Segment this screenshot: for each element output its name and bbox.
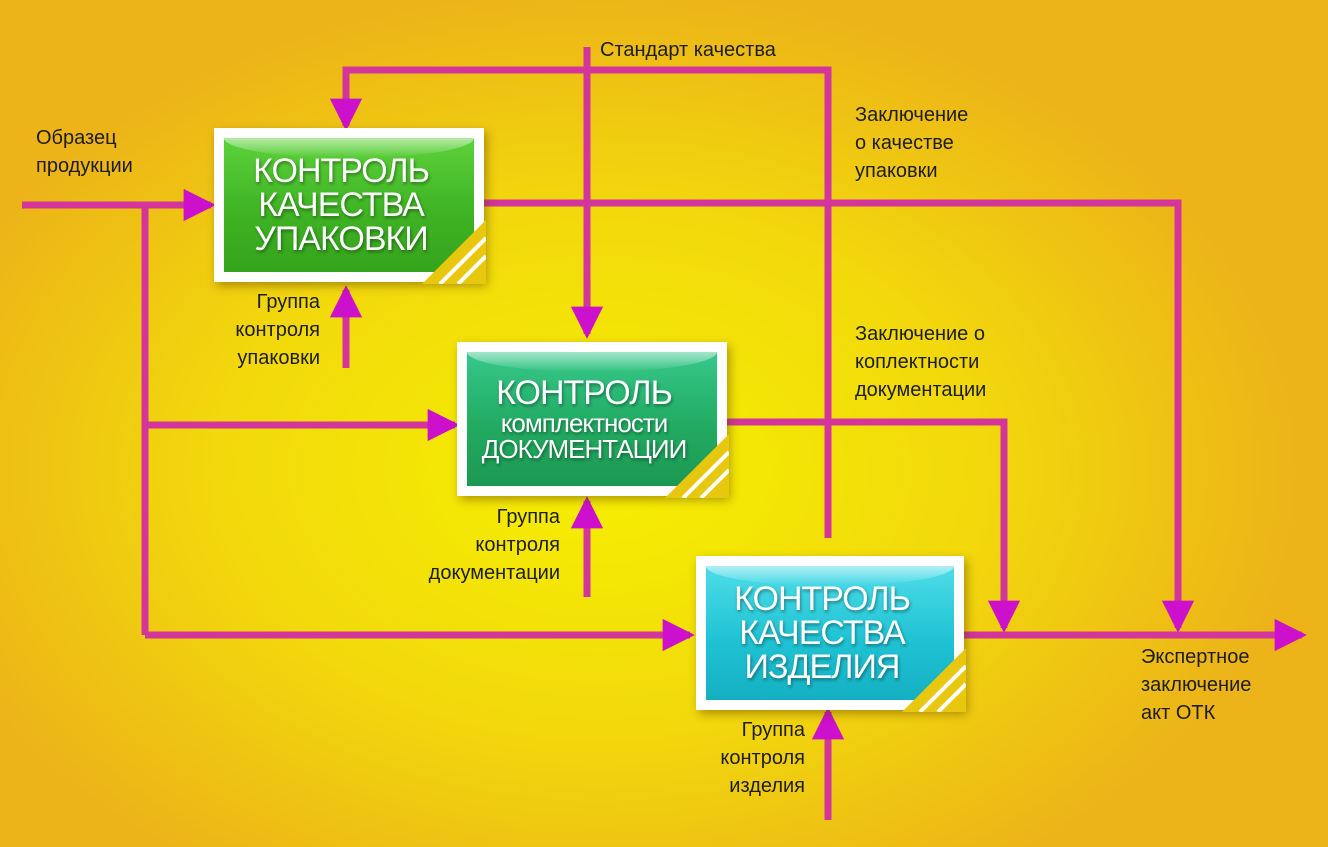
documentation-group-label: Группа контроля документации <box>428 506 560 584</box>
packaging-conclusion-label: Заключение о качестве упаковки <box>855 104 969 182</box>
documentation-conclusion-label: Заключение о коплектности документации <box>855 323 987 401</box>
expert-output-label: Экспертное заключение акт ОТК <box>1141 646 1252 724</box>
packaging-control-title: КОНТРОЛЬ КАЧЕСТВА УПАКОВКИ <box>253 152 430 258</box>
corner-stripes <box>902 648 966 712</box>
product-control-title: КОНТРОЛЬ КАЧЕСТВА ИЗДЕЛИЯ <box>734 580 911 686</box>
documentation-control-block: КОНТРОЛЬ комплектности ДОКУМЕНТАЦИИ <box>457 342 729 498</box>
packaging-control-face: КОНТРОЛЬ КАЧЕСТВА УПАКОВКИ <box>224 138 474 272</box>
documentation-control-title: КОНТРОЛЬ комплектности ДОКУМЕНТАЦИИ <box>481 374 688 464</box>
packaging-control-block: КОНТРОЛЬ КАЧЕСТВА УПАКОВКИ <box>214 128 486 284</box>
documentation-conclusion-arrow <box>726 418 1021 633</box>
documentation-control-face: КОНТРОЛЬ комплектности ДОКУМЕНТАЦИИ <box>467 352 717 486</box>
corner-stripes <box>665 434 729 498</box>
product-control-block: КОНТРОЛЬ КАЧЕСТВА ИЗДЕЛИЯ <box>696 556 966 712</box>
standard-to-packaging-arrow <box>329 66 832 538</box>
packaging-group-label: Группа контроля упаковки <box>235 291 320 369</box>
packaging-conclusion-arrow <box>484 199 1195 633</box>
input-sample-label: Образец продукции <box>36 127 133 177</box>
product-control-face: КОНТРОЛЬ КАЧЕСТВА ИЗДЕЛИЯ <box>706 566 954 700</box>
quality-standard-label: Стандарт качества <box>600 39 776 61</box>
product-group-label: Группа контроля изделия <box>720 719 805 797</box>
corner-stripes <box>422 220 486 284</box>
